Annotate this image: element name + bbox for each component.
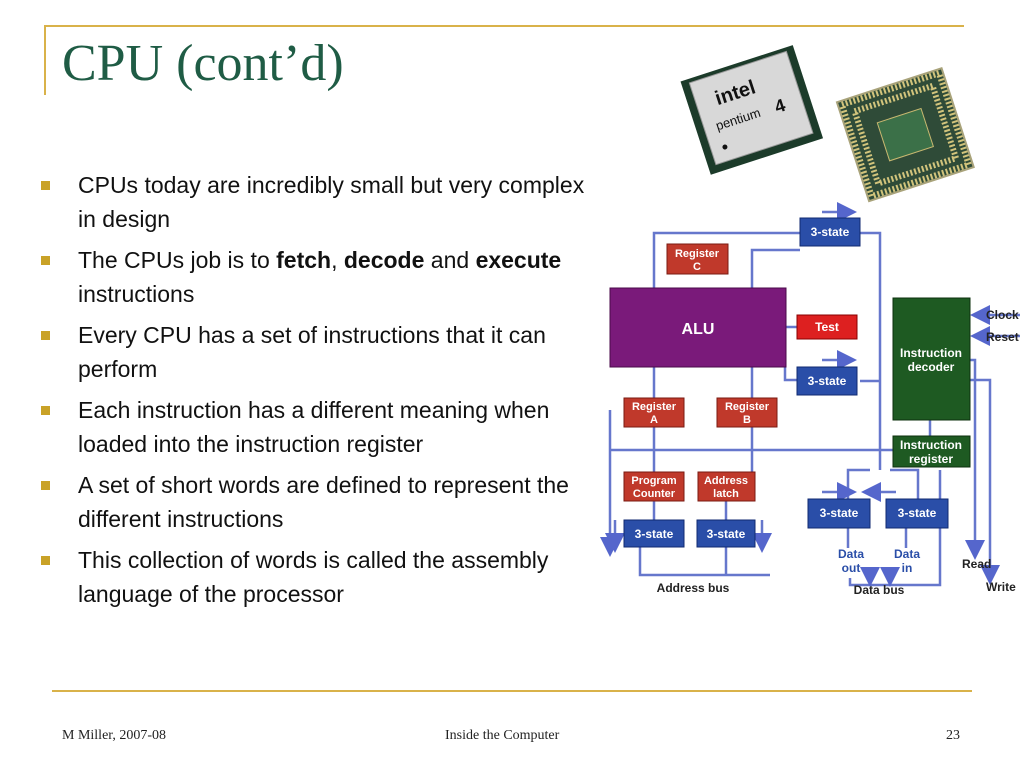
instruction-decoder-block: Instruction decoder [892,297,971,421]
tristate-out-block: 3-state [807,498,871,529]
bullet-text: A set of short words are defined to repr… [78,472,569,532]
register-c-line2: C [693,261,701,273]
data-out-line1: Data [838,547,864,561]
address-latch-line1: Address [704,475,748,487]
test-block: Test [796,314,858,340]
instruction-decoder-line2: decoder [908,360,955,374]
bullet-text: Each instruction has a different meaning… [78,397,550,457]
data-out-line2: out [842,561,861,575]
test-label: Test [815,320,839,334]
bullet-item: The CPUs job is to fetch, decode and exe… [38,243,608,311]
tristate-al-block: 3-state [696,519,756,548]
tristate-in-block: 3-state [885,498,949,529]
bullet-marker [41,181,50,190]
chip-pins [838,69,973,200]
register-b-line2: B [743,414,751,426]
bullet-keyword: decode [343,247,425,273]
bullet-item: This collection of words is called the a… [38,543,608,611]
bullet-text: CPUs today are incredibly small but very… [78,172,585,232]
register-b-block: Register B [716,397,778,428]
address-latch-line2: latch [713,488,739,500]
bullet-text: instructions [78,281,195,307]
data-bus-label: Data bus [854,583,905,597]
data-in-line1: Data [894,547,920,561]
instruction-register-block: Instruction register [892,435,971,468]
tristate-out-label: 3-state [820,506,859,520]
alu-block: ALU [609,287,787,368]
alu-label: ALU [682,321,715,338]
address-bus-label: Address bus [657,581,730,595]
bullet-text: and [424,247,476,273]
bullet-marker [41,406,50,415]
clock-label: Clock [986,308,1019,322]
read-label: Read [962,557,991,571]
cpu-diagram: intel pentium 4 [600,45,1020,597]
footer-center: Inside the Computer [445,728,560,743]
tristate-al-label: 3-state [707,527,746,541]
diagram-wires [600,202,1020,587]
tristate-in-label: 3-state [898,506,937,520]
cpu-chip-image: intel pentium 4 [680,45,975,203]
tristate-top-block: 3-state [799,217,861,247]
register-c-line1: Register [675,248,720,260]
tristate-pc-block: 3-state [623,519,685,548]
left-rule [44,25,46,95]
bullet-list: CPUs today are incredibly small but very… [38,168,608,618]
bullet-text: The CPUs job is to [78,247,277,273]
bullet-item: Every CPU has a set of instructions that… [38,318,608,386]
bullet-text: , [331,247,344,273]
register-a-line1: Register [632,401,677,413]
instruction-register-line2: register [909,452,953,466]
bullet-item: Each instruction has a different meaning… [38,393,608,461]
bottom-rule [52,690,972,692]
tristate-pc-label: 3-state [635,527,674,541]
top-rule [44,25,964,27]
footer-page-number: 23 [946,728,960,743]
write-label: Write [986,580,1016,594]
register-b-line1: Register [725,401,770,413]
bullet-marker [41,556,50,565]
tristate-mid-label: 3-state [808,374,847,388]
reset-label: Reset [986,330,1019,344]
program-counter-line1: Program [631,475,676,487]
bullet-keyword: fetch [276,247,332,273]
slide-title: CPU (cont’d) [62,35,344,92]
instruction-register-line1: Instruction [900,438,962,452]
program-counter-block: Program Counter [623,471,685,502]
register-c-block: Register C [666,243,729,275]
data-in-line2: in [902,561,913,575]
bullet-text: Every CPU has a set of instructions that… [78,322,546,382]
address-latch-block: Address latch [697,471,756,502]
bullet-marker [41,481,50,490]
bullet-item: CPUs today are incredibly small but very… [38,168,608,236]
bullet-item: A set of short words are defined to repr… [38,468,608,536]
tristate-top-label: 3-state [811,225,850,239]
bullet-marker [41,256,50,265]
tristate-mid-block: 3-state [796,366,858,396]
footer-author: M Miller, 2007-08 [62,728,167,743]
program-counter-line2: Counter [633,488,676,500]
bullet-keyword: execute [475,247,562,273]
register-a-line2: A [650,414,658,426]
bullet-marker [41,331,50,340]
instruction-decoder-line1: Instruction [900,346,962,360]
bullet-text: This collection of words is called the a… [78,547,549,607]
register-a-block: Register A [623,397,685,428]
